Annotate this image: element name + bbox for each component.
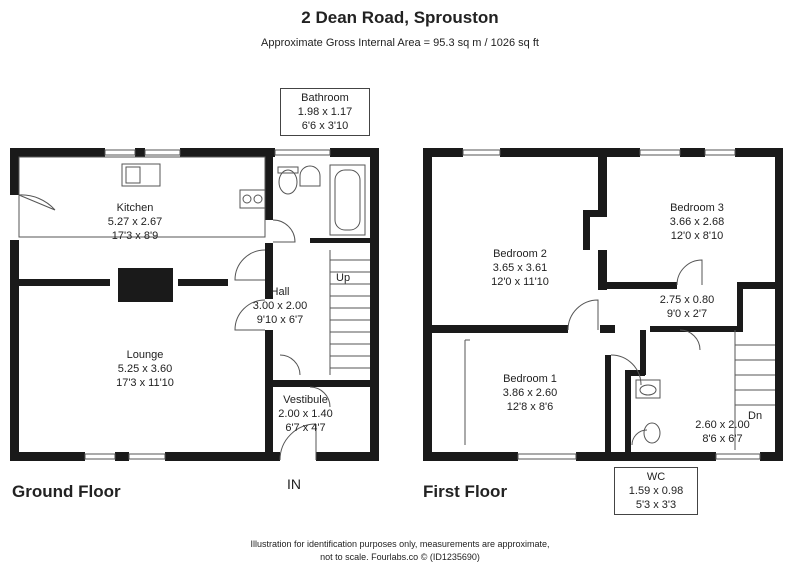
hall-imperial: 9'10 x 6'7 [256,314,304,326]
bedroom2-name: Bedroom 2 [493,248,547,260]
ground-floor-label: Ground Floor [12,482,121,501]
vestibule-imperial: 6'7 x 4'7 [285,422,326,434]
disclaimer-line1: Illustration for identification purposes… [250,539,550,549]
bathroom-name: Bathroom [301,92,349,104]
vestibule-label: Vestibule 2.00 x 1.40 6'7 x 4'7 [268,393,343,435]
wc-metric: 1.59 x 0.98 [628,485,684,497]
landing-metric: 2.75 x 0.80 [659,294,715,306]
lounge-imperial: 17'3 x 11'10 [116,377,174,389]
bathroom-metric: 1.98 x 1.17 [297,106,353,118]
stairs-down-label: Dn [748,410,763,422]
first-floor-walls [423,148,783,461]
vestibule-name: Vestibule [283,394,328,406]
vestibule-metric: 2.00 x 1.40 [278,408,333,420]
stairs-up-label: Up [336,272,351,284]
plan-subtitle: Approximate Gross Internal Area = 95.3 s… [261,37,539,49]
hall-metric: 3.00 x 2.00 [252,300,308,312]
hall-label: Hall 3.00 x 2.00 9'10 x 6'7 [230,285,330,327]
disclaimer-line2: not to scale. Fourlabs.co © (ID1235690) [320,552,480,562]
stair-area-imperial: 8'6 x 6'7 [702,433,743,445]
ground-floor-walls [10,148,379,461]
plan-title: 2 Dean Road, Sprouston [301,8,499,27]
bedroom1-metric: 3.86 x 2.60 [502,387,558,399]
landing-imperial: 9'0 x 2'7 [666,308,708,320]
bedroom1-label: Bedroom 1 3.86 x 2.60 12'8 x 8'6 [470,372,590,414]
wc-name: WC [646,471,666,483]
bedroom3-label: Bedroom 3 3.66 x 2.68 12'0 x 8'10 [637,201,757,243]
disclaimer: Illustration for identification purposes… [0,538,800,564]
bathroom-label: Bathroom 1.98 x 1.17 6'6 x 3'10 [280,88,370,136]
bedroom2-metric: 3.65 x 3.61 [492,262,548,274]
stair-area-label: 2.60 x 2.00 8'6 x 6'7 [680,418,765,446]
entrance-label: IN [287,476,301,492]
bedroom1-imperial: 12'8 x 8'6 [506,401,554,413]
landing-label: 2.75 x 0.80 9'0 x 2'7 [637,293,737,321]
kitchen-metric: 5.27 x 2.67 [107,216,163,228]
kitchen-name: Kitchen [116,202,154,214]
bedroom3-name: Bedroom 3 [670,202,724,214]
fixtures-and-details [18,149,775,461]
bedroom2-imperial: 12'0 x 11'10 [491,276,549,288]
stair-area-metric: 2.60 x 2.00 [695,419,750,431]
lounge-metric: 5.25 x 3.60 [117,363,173,375]
kitchen-imperial: 17'3 x 8'9 [111,230,159,242]
first-floor-label: First Floor [423,482,508,501]
bedroom3-metric: 3.66 x 2.68 [669,216,725,228]
lounge-name: Lounge [126,349,164,361]
bathroom-imperial: 6'6 x 3'10 [301,120,349,132]
lounge-label: Lounge 5.25 x 3.60 17'3 x 11'10 [70,348,220,390]
wc-imperial: 5'3 x 3'3 [635,499,677,511]
bedroom3-imperial: 12'0 x 8'10 [670,230,724,242]
hall-name: Hall [270,286,290,298]
kitchen-label: Kitchen 5.27 x 2.67 17'3 x 8'9 [60,201,210,243]
bedroom1-name: Bedroom 1 [503,373,557,385]
bedroom2-label: Bedroom 2 3.65 x 3.61 12'0 x 11'10 [460,247,580,289]
wc-label: WC 1.59 x 0.98 5'3 x 3'3 [614,467,698,515]
